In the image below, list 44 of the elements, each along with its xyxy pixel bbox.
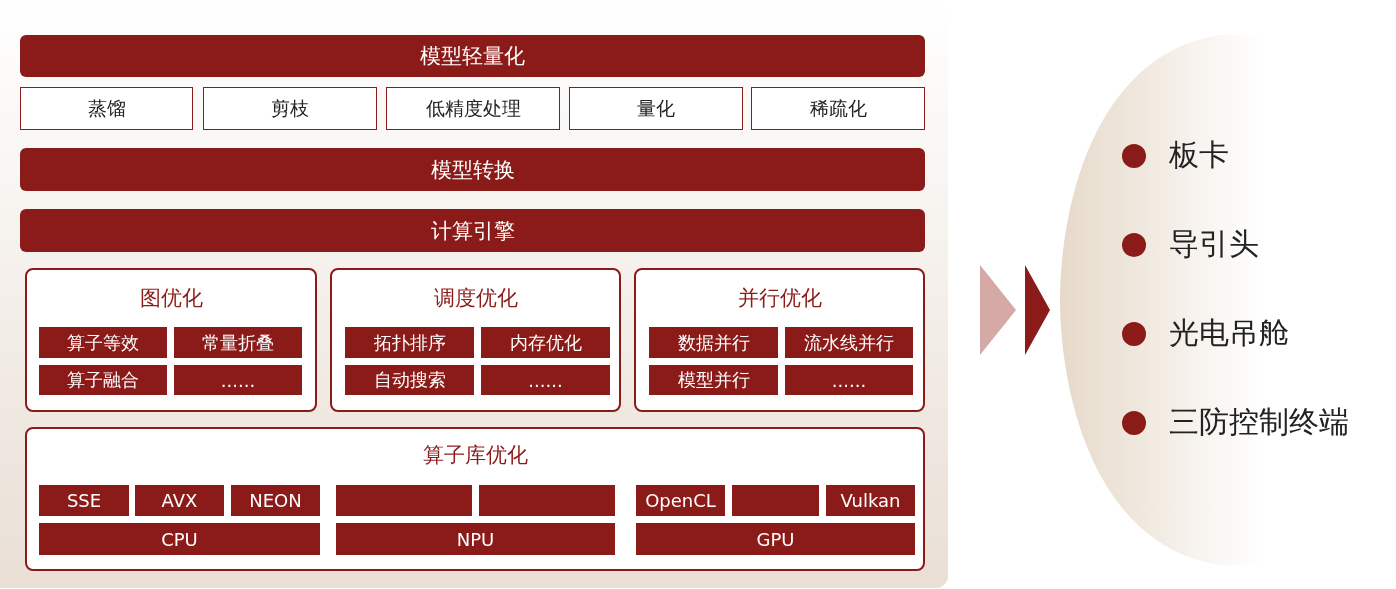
item-tile: 内存优化: [481, 327, 610, 358]
item-tile: [336, 485, 472, 516]
item-tile: AVX: [135, 485, 224, 516]
item-tile: ......: [174, 365, 302, 395]
method-box: 低精度处理: [386, 87, 560, 130]
optimization-card: [25, 427, 925, 571]
item-tile: 数据并行: [649, 327, 778, 358]
layer-bar: 计算引擎: [20, 209, 925, 252]
item-tile: [479, 485, 615, 516]
item-tile: NEON: [231, 485, 320, 516]
item-tile: CPU: [39, 523, 320, 555]
optimization-card: [330, 268, 621, 412]
item-tile: [732, 485, 819, 516]
layer-bar: 模型转换: [20, 148, 925, 191]
item-tile: 算子融合: [39, 365, 167, 395]
item-tile: 算子等效: [39, 327, 167, 358]
chevron-arrow: [980, 265, 1050, 355]
item-tile: GPU: [636, 523, 915, 555]
item-tile: SSE: [39, 485, 129, 516]
application-item: 光电吊舱: [1169, 314, 1289, 352]
card-heading: 调度优化: [432, 285, 519, 312]
method-box: 蒸馏: [20, 87, 193, 130]
item-tile: 自动搜索: [345, 365, 474, 395]
optimization-card: [25, 268, 317, 412]
method-box: 稀疏化: [751, 87, 925, 130]
item-tile: 拓扑排序: [345, 327, 474, 358]
item-tile: NPU: [336, 523, 615, 555]
method-box: 量化: [569, 87, 743, 130]
item-tile: OpenCL: [636, 485, 725, 516]
item-tile: 模型并行: [649, 365, 778, 395]
application-item: 板卡: [1169, 136, 1229, 174]
card-heading: 算子库优化: [421, 442, 529, 469]
item-tile: 常量折叠: [174, 327, 302, 358]
application-item: 导引头: [1169, 225, 1259, 263]
optimization-card: [634, 268, 925, 412]
method-box: 剪枝: [203, 87, 377, 130]
application-item: 三防控制终端: [1169, 403, 1349, 441]
item-tile: ......: [785, 365, 913, 395]
item-tile: ......: [481, 365, 610, 395]
item-tile: Vulkan: [826, 485, 915, 516]
card-heading: 并行优化: [736, 285, 823, 312]
layer-bar: 模型轻量化: [20, 35, 925, 77]
card-heading: 图优化: [138, 285, 204, 312]
item-tile: 流水线并行: [785, 327, 913, 358]
